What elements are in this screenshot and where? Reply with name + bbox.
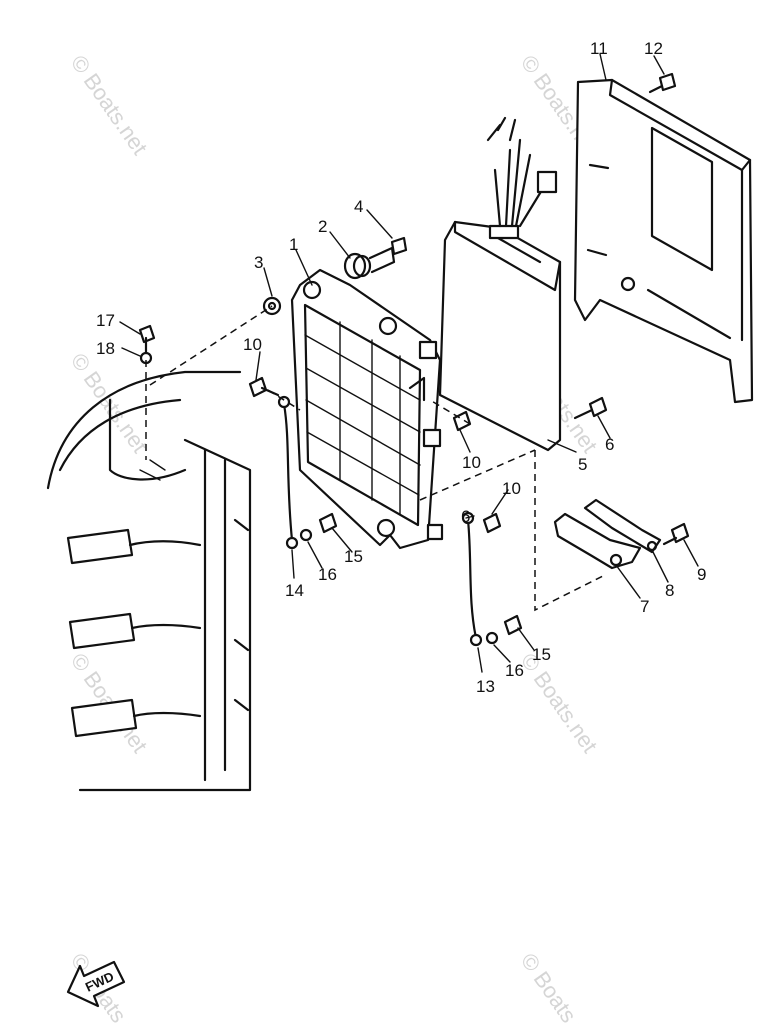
part-number-6: 6 bbox=[461, 507, 470, 526]
part-number-10: 10 bbox=[462, 453, 481, 472]
part-number-9: 9 bbox=[697, 565, 706, 584]
watermark: © Boats.net bbox=[516, 949, 603, 1024]
assembly-lines bbox=[145, 305, 606, 612]
part-number-3: 3 bbox=[254, 253, 263, 272]
bracket-plate bbox=[290, 268, 444, 550]
watermark: © Boats.net bbox=[66, 51, 153, 160]
part-number-15: 15 bbox=[532, 645, 551, 664]
part-number-18: 18 bbox=[96, 339, 115, 358]
part-number-4: 4 bbox=[354, 197, 363, 216]
part-number-2: 2 bbox=[318, 217, 327, 236]
part-number-13: 13 bbox=[476, 677, 495, 696]
part-number-16: 16 bbox=[505, 661, 524, 680]
part-number-5: 5 bbox=[578, 455, 587, 474]
cdi-unit bbox=[438, 116, 562, 452]
part-number-1: 1 bbox=[289, 235, 298, 254]
cdi-cover bbox=[573, 78, 754, 404]
part-number-10: 10 bbox=[243, 335, 262, 354]
watermark: © Boats.net bbox=[516, 649, 603, 758]
part-number-8: 8 bbox=[665, 581, 674, 600]
engine-block bbox=[46, 370, 252, 792]
cover-screw bbox=[648, 72, 677, 94]
part-number-7: 7 bbox=[640, 597, 649, 616]
callouts: 1 2 3 4 5 6 6 7 8 9 10 10 10 11 12 13 14… bbox=[96, 39, 706, 696]
part-number-10: 10 bbox=[502, 479, 521, 498]
leader-lines bbox=[119, 53, 699, 673]
part-number-17: 17 bbox=[96, 311, 115, 330]
strap-brackets bbox=[553, 498, 662, 570]
part-number-16: 16 bbox=[318, 565, 337, 584]
grommet-and-bolt bbox=[262, 236, 408, 316]
part-number-6: 6 bbox=[605, 435, 614, 454]
part-number-12: 12 bbox=[644, 39, 663, 58]
part-number-11: 11 bbox=[590, 39, 608, 58]
part-number-14: 14 bbox=[285, 581, 304, 600]
part-number-15: 15 bbox=[344, 547, 363, 566]
